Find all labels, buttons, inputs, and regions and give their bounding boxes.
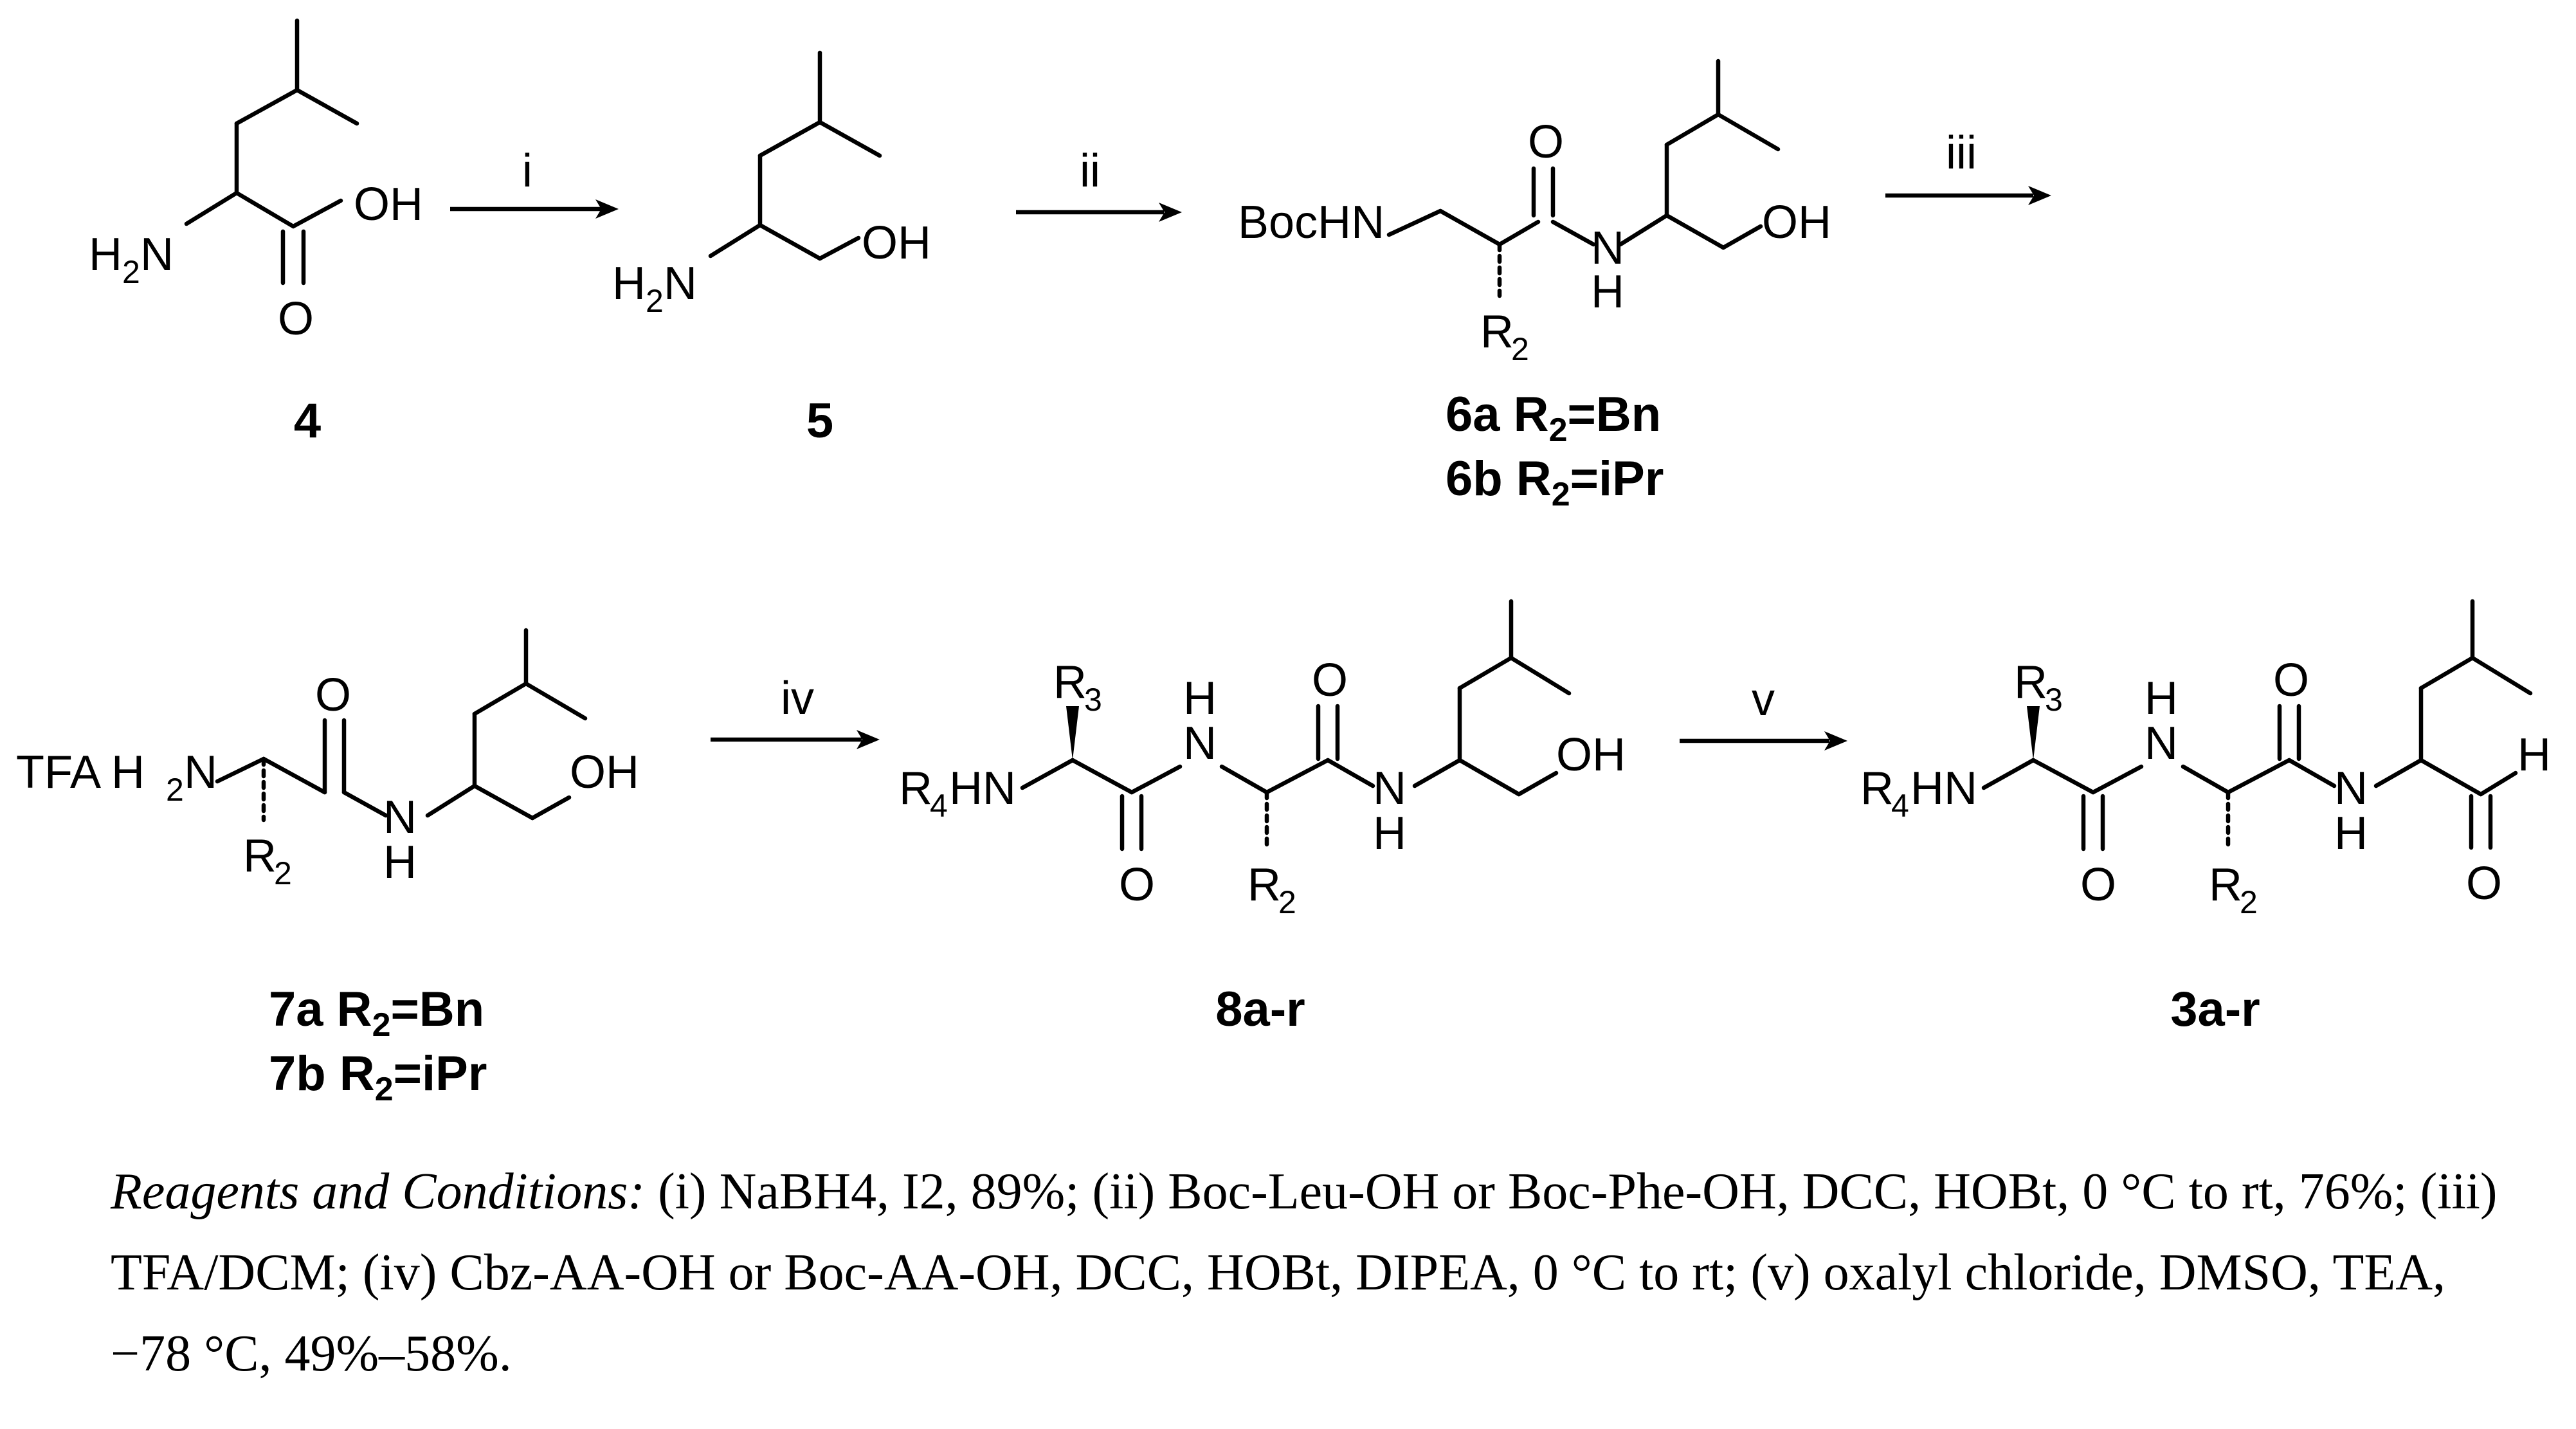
atom-nh2-n: N (664, 258, 697, 309)
atom-r3: R (2014, 657, 2047, 708)
atom-r2-sub: 2 (1511, 331, 1529, 367)
atom-h: H (1373, 808, 1406, 859)
caption-text: (i) NaBH4, I2, 89%; (ii) Boc-Leu-OH or B… (111, 1163, 2498, 1382)
compound-label-5: 5 (806, 394, 833, 448)
atom-o: O (2080, 859, 2116, 911)
compound-label-6b: 6b R2=iPr (1446, 451, 1664, 513)
atom-r2: R (243, 830, 277, 882)
atom-nh2-h: H (89, 229, 122, 280)
reaction-arrow-iii: iii (1885, 127, 2051, 205)
atom-r3: R (1053, 657, 1087, 708)
atom-h: H (1591, 266, 1624, 318)
atom-r2-sub: 2 (274, 855, 292, 891)
step-label-iii: iii (1946, 127, 1977, 179)
step-label-iv: iv (781, 673, 814, 724)
reaction-arrow-i: i (450, 145, 619, 219)
step-label-v: v (1752, 674, 1775, 725)
atom-n: N (1591, 223, 1624, 274)
atom-nh2-2: 2 (122, 254, 140, 290)
atom-r4-sub: 4 (1891, 788, 1909, 824)
atom-h: H (2517, 729, 2551, 781)
atom-h: H (1183, 673, 1217, 724)
atom-n: N (1373, 763, 1406, 814)
compound-3-structure: R 4 HN R 3 O H N R 2 O N H H O (1860, 599, 2551, 920)
atom-o: O (278, 293, 314, 345)
atom-hn: HN (1910, 763, 1977, 814)
atom-nh2-h: H (612, 258, 646, 309)
compound-7-structure: TFA H 2 N O N H OH R 2 (16, 628, 639, 891)
atom-h: H (2145, 673, 2178, 724)
atom-r2: R (1480, 306, 1514, 358)
atom-o: O (2466, 858, 2502, 909)
atom-tfa-2: 2 (166, 772, 184, 808)
atom-nh2-2: 2 (646, 283, 664, 319)
atom-r2: R (2209, 859, 2242, 911)
compound-label-6a: 6a R2=Bn (1446, 387, 1661, 449)
compound-label-7a: 7a R2=Bn (269, 982, 484, 1044)
compound-label-7b: 7b R2=iPr (269, 1046, 487, 1108)
atom-n: N (2145, 718, 2178, 769)
step-label-ii: ii (1080, 145, 1100, 197)
atom-h: H (2334, 808, 2368, 859)
atom-h: H (383, 837, 417, 888)
atom-tfa-n: N (184, 747, 217, 798)
reaction-arrow-v: v (1680, 674, 1847, 751)
atom-nh2-n: N (140, 229, 174, 280)
atom-oh: OH (862, 217, 931, 269)
atom-r2-sub: 2 (1278, 884, 1296, 920)
atom-r4-sub: 4 (930, 788, 948, 824)
reagents-caption: Reagents and Conditions: (i) NaBH4, I2, … (111, 1151, 2503, 1394)
atom-o: O (1528, 116, 1564, 168)
reaction-arrow-iv: iv (711, 673, 880, 749)
atom-oh: OH (570, 747, 639, 798)
atom-o: O (1312, 655, 1348, 706)
atom-r4: R (1860, 763, 1894, 814)
caption-label: Reagents and Conditions: (111, 1163, 646, 1220)
atom-bochn: BocHN (1238, 197, 1384, 248)
reaction-arrow-ii: ii (1016, 145, 1182, 222)
step-label-i: i (522, 145, 532, 197)
atom-o: O (2273, 655, 2309, 706)
atom-r3-sub: 3 (1084, 682, 1102, 718)
compound-5-structure: OH H 2 N (612, 50, 931, 319)
atom-hn: HN (949, 763, 1016, 814)
atom-n: N (2334, 763, 2368, 814)
atom-n: N (1183, 718, 1217, 769)
atom-oh: OH (1762, 197, 1831, 248)
atom-oh: OH (354, 179, 423, 230)
reaction-scheme: OH O H 2 N i OH H 2 N ii (16, 18, 2551, 1108)
compound-label-8a-r: 8a-r (1215, 982, 1305, 1037)
atom-o: O (315, 669, 351, 721)
atom-r2: R (1247, 859, 1281, 911)
atom-n: N (383, 792, 417, 843)
atom-oh: OH (1556, 729, 1626, 781)
compound-4-structure: OH O H 2 N (89, 18, 423, 345)
compound-label-4: 4 (294, 394, 321, 448)
atom-o: O (1119, 859, 1155, 911)
atom-tfa-h: TFA H (16, 747, 145, 798)
compound-8-structure: R 4 HN R 3 O H N R 2 O N H OH (899, 599, 1626, 920)
atom-r3-sub: 3 (2045, 682, 2063, 718)
compound-6-structure: BocHN O N H OH R 2 (1238, 59, 1831, 367)
atom-r4: R (899, 763, 932, 814)
atom-r2-sub: 2 (2240, 884, 2258, 920)
compound-label-3a-r: 3a-r (2170, 982, 2260, 1037)
